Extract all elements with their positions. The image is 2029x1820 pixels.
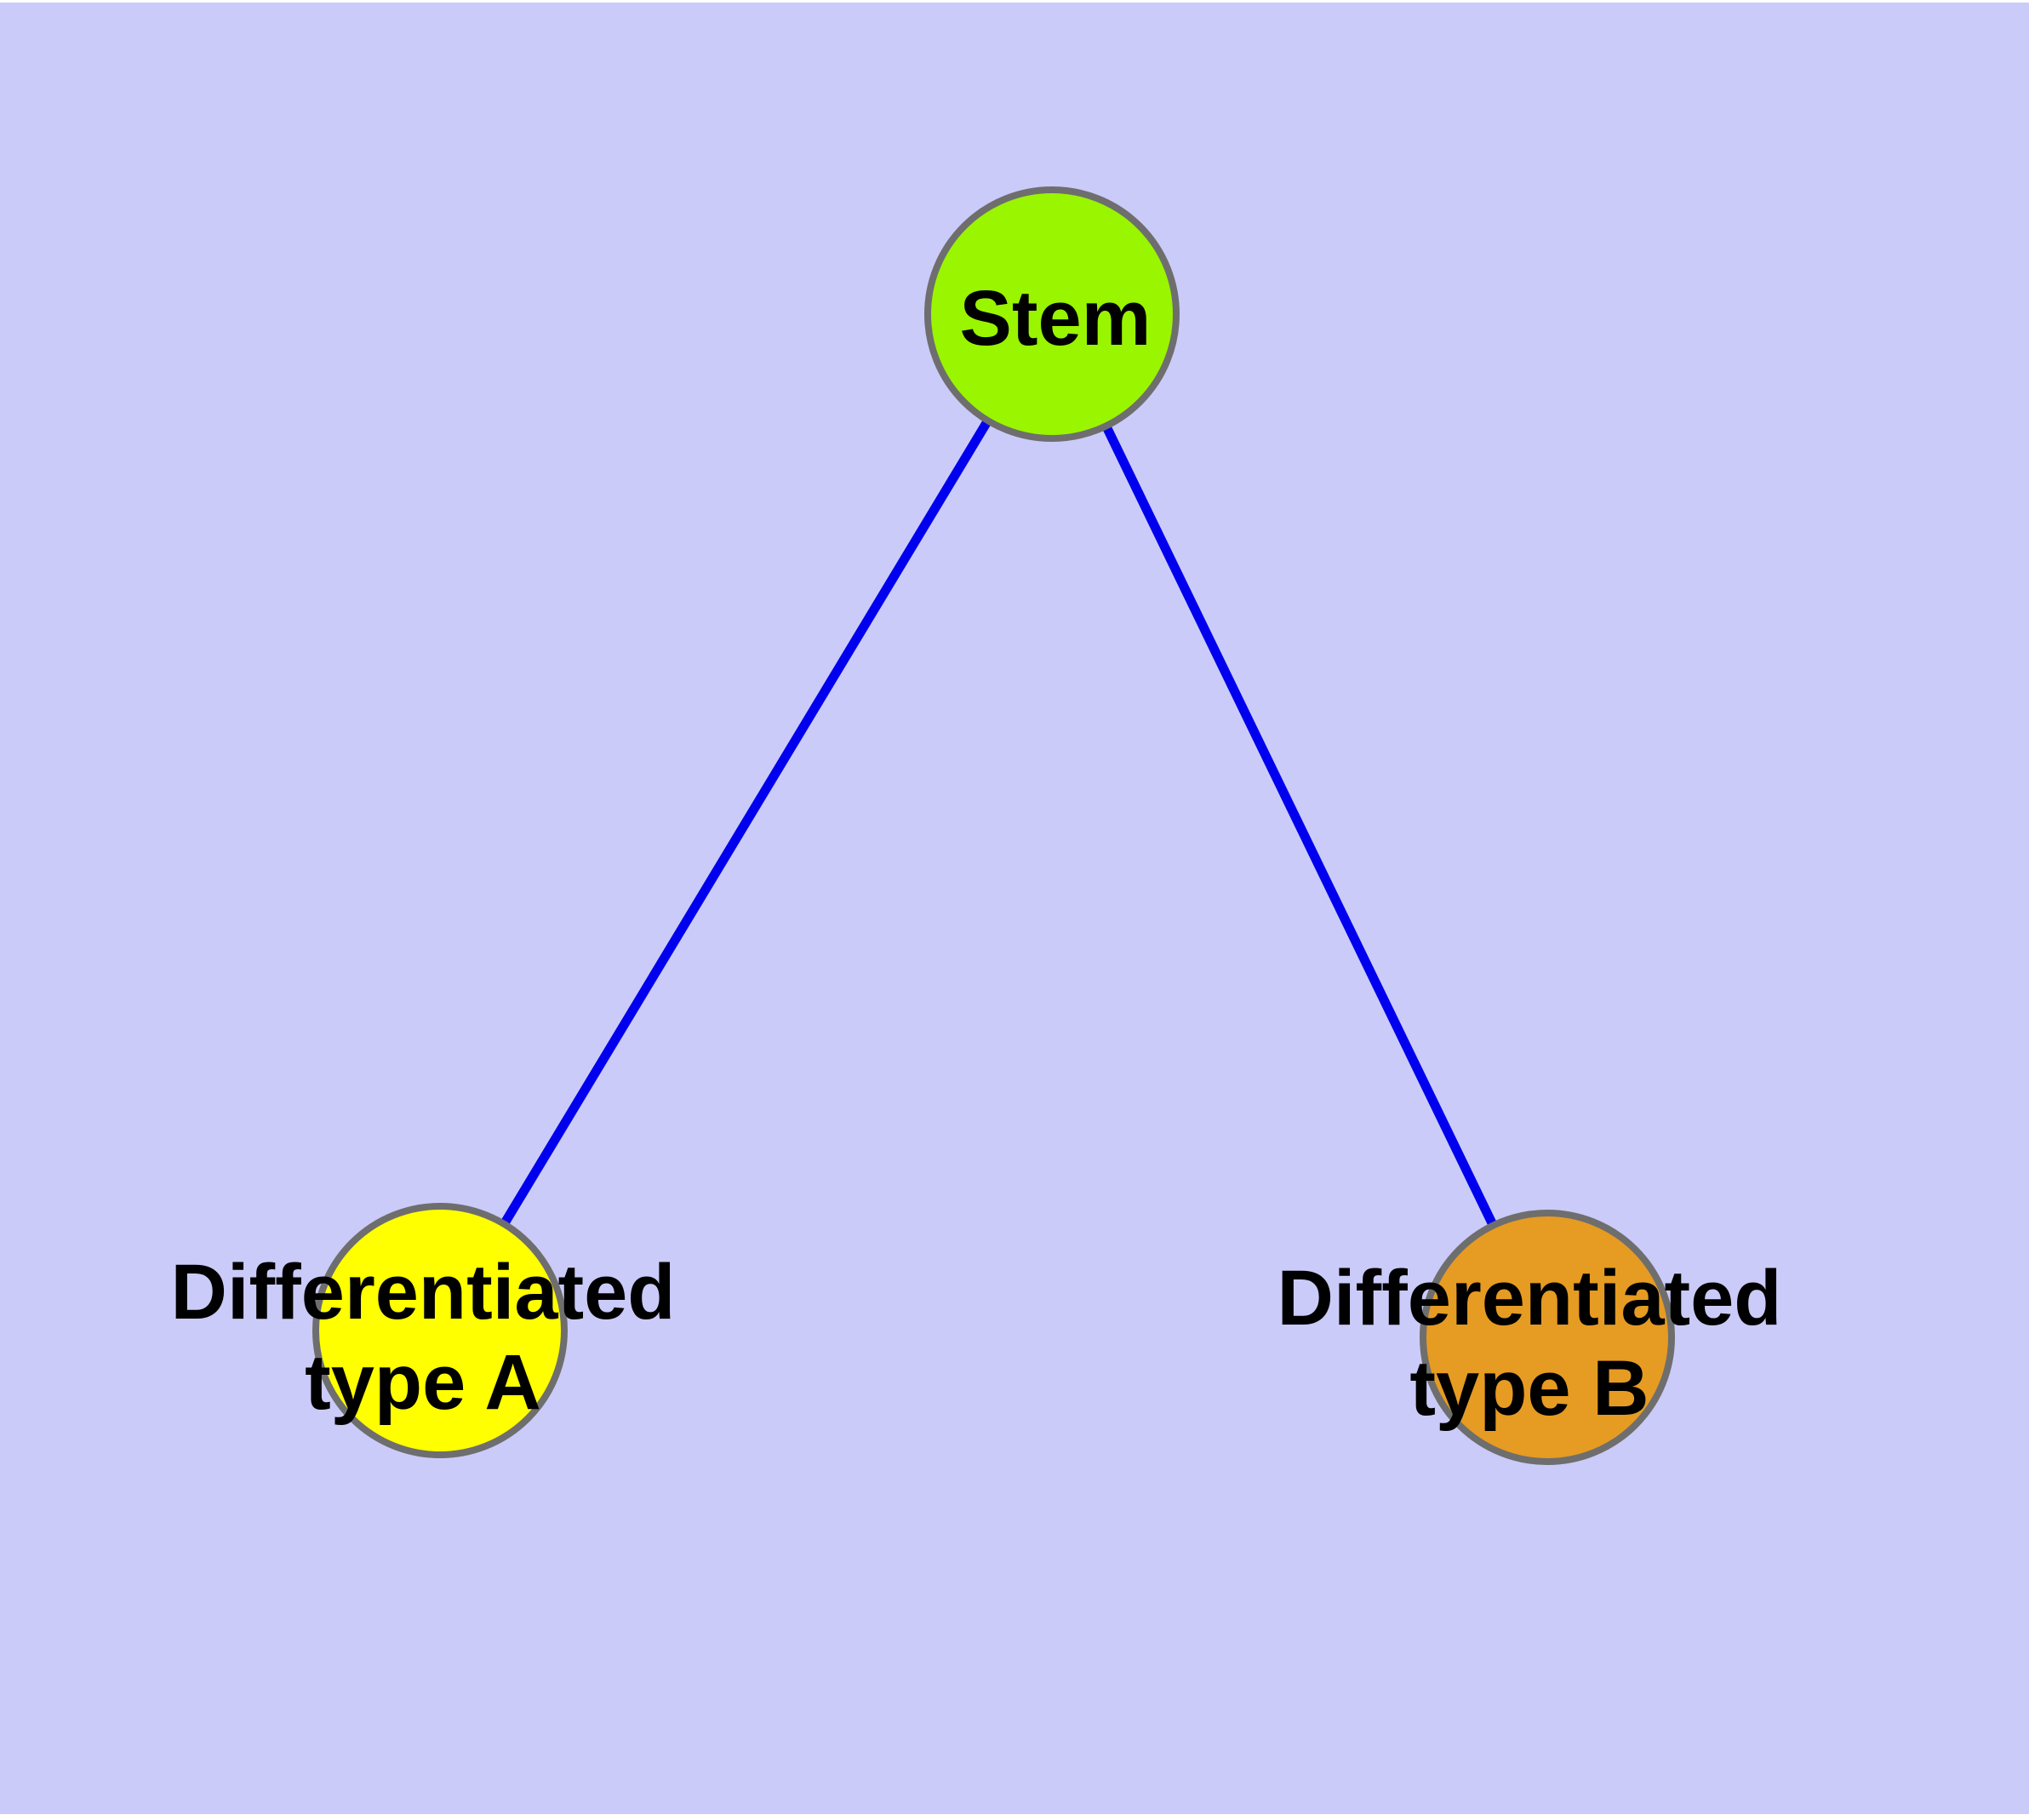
node-type-b-label-line1: Differentiated [1277,1255,1782,1342]
node-stem-circle [924,186,1180,442]
edge-stem-to-type-b [1048,312,1552,1340]
node-type-a-circle [312,1203,568,1458]
node-type-a-label-line2: type A [305,1339,541,1426]
node-type-b-circle [1420,1210,1675,1465]
node-type-a-label-line1: Differentiated [171,1249,676,1336]
edge-stem-to-type-a [436,312,1056,1333]
node-stem-label: Stem [960,275,1152,362]
node-type-b-label-line2: type B [1409,1345,1649,1432]
